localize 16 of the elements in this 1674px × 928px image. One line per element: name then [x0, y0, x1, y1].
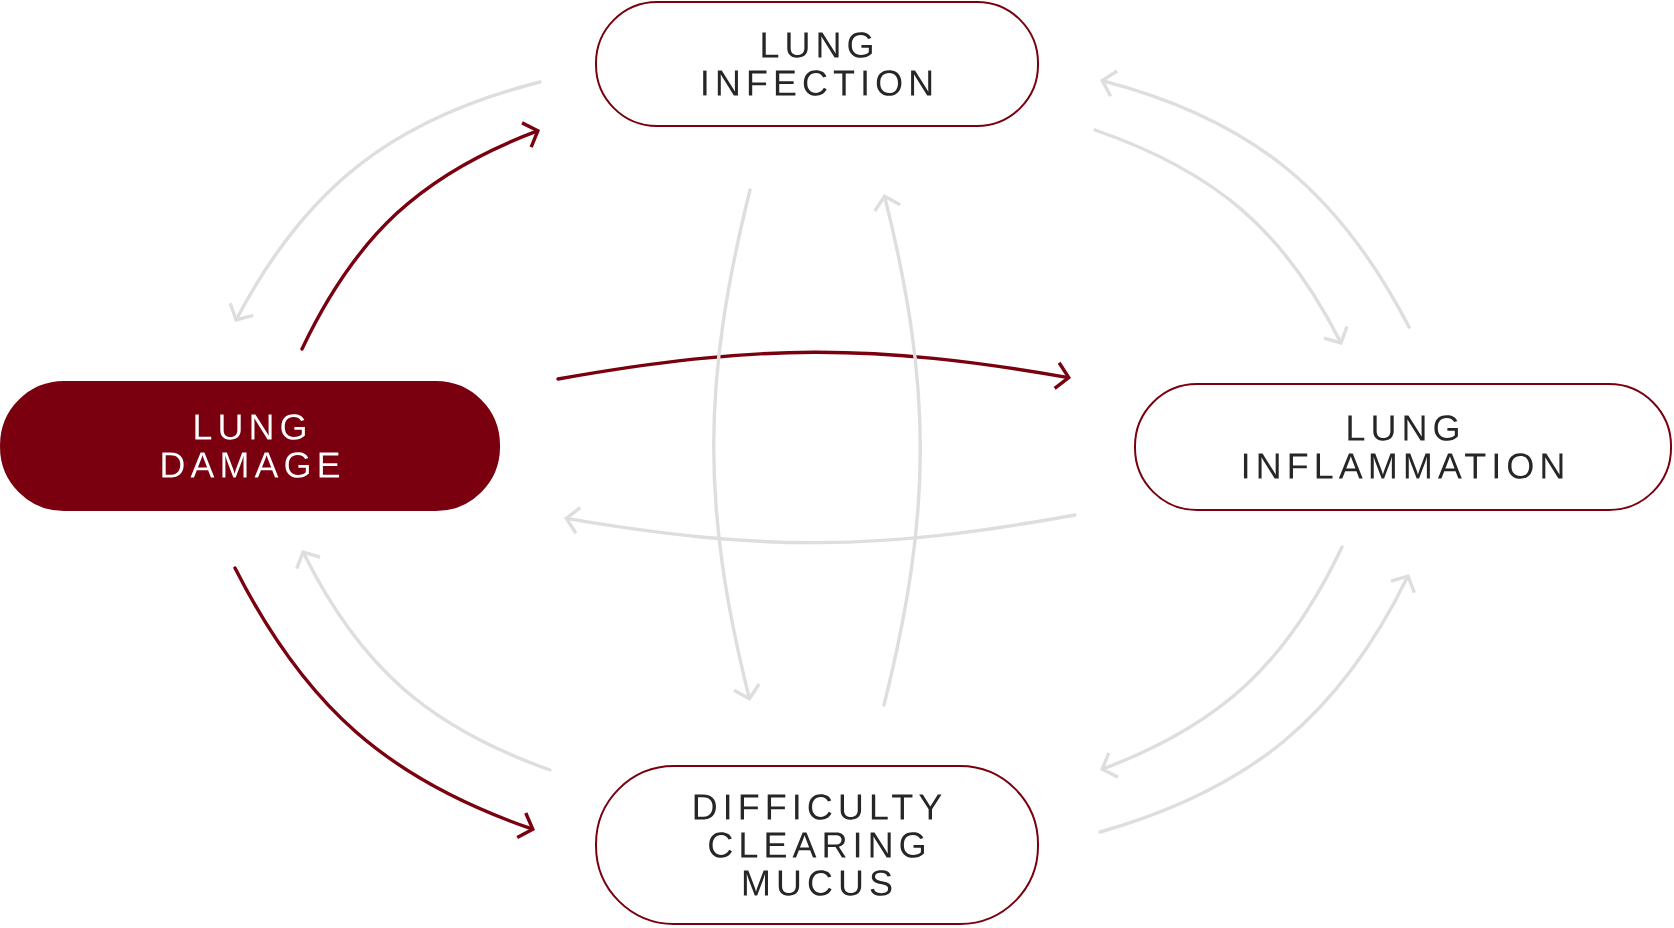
arrow: [1098, 574, 1416, 834]
arrow: [233, 566, 535, 840]
arrow: [556, 350, 1071, 390]
arrow: [1093, 128, 1349, 345]
arrow: [300, 121, 540, 351]
process-box: LUNG INFECTION: [595, 1, 1039, 127]
arrow: [564, 506, 1077, 545]
process-box: LUNG INFLAMMATION: [1134, 383, 1672, 511]
arrow: [873, 194, 922, 707]
arrow: [228, 80, 542, 322]
arrow: [712, 188, 761, 701]
arrow: [1100, 545, 1344, 779]
process-box: LUNG DAMAGE: [0, 381, 500, 511]
process-box: DIFFICULTY CLEARING MUCUS: [595, 765, 1039, 925]
arrow: [1100, 69, 1411, 329]
arrow: [295, 550, 552, 772]
